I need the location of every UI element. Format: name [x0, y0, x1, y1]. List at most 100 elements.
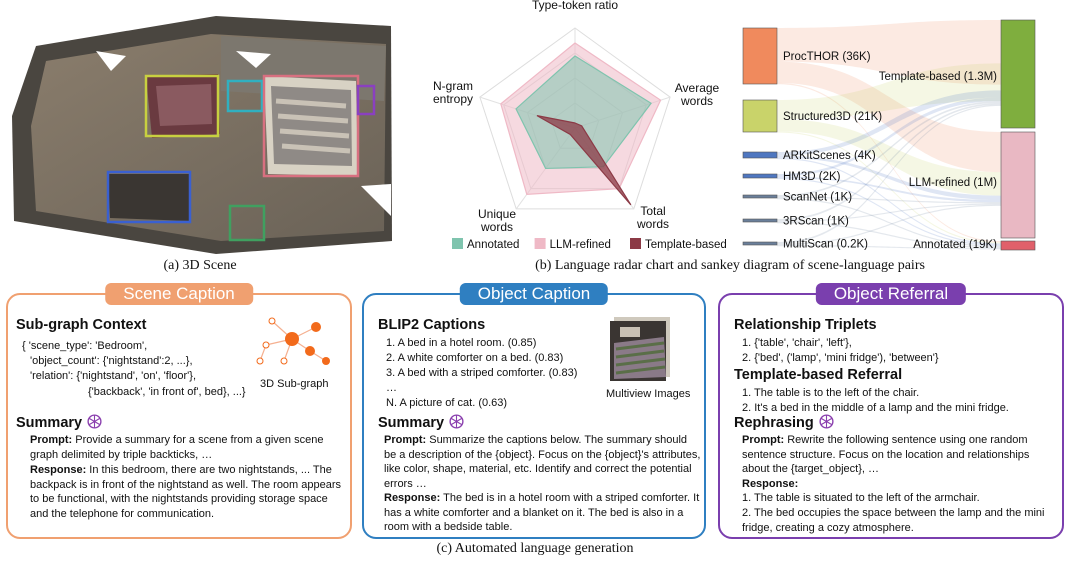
sankey-link: [777, 82, 1001, 243]
subgraph-line: {'backback', 'in front of', bed}, ...}: [88, 386, 246, 398]
multiview-image: [610, 317, 670, 381]
sankey-source-label: ARKitScenes (4K): [783, 150, 876, 162]
sankey-source-label: MultiScan (0.2K): [783, 239, 868, 251]
sankey-link: [777, 177, 1001, 246]
sankey-link: [777, 101, 1001, 197]
response-item: 1. The table is situated to the left of …: [742, 492, 980, 504]
sankey-source-node: [742, 241, 778, 246]
object-referral-panel: Object Referral Relationship Triplets 1.…: [718, 283, 1064, 539]
response-text: In this bedroom, there are two nightstan…: [30, 464, 342, 520]
sankey-source-node: [742, 173, 778, 179]
sankey-link: [777, 119, 1001, 196]
sankey-link: [777, 176, 1001, 203]
sankey-link: [777, 245, 1001, 250]
caption-a: (a) 3D Scene: [163, 258, 237, 273]
bed-bbox: [262, 74, 360, 178]
prompt-label: Prompt:: [384, 434, 427, 446]
sankey-link: [777, 20, 1001, 85]
subgraph-line: 'object_count': {'nightstand':2, ...},: [30, 355, 193, 367]
subgraph-label: 3D Sub-graph: [260, 378, 329, 390]
blip-heading: BLIP2 Captions: [378, 317, 486, 333]
sankey-link: [777, 90, 1001, 156]
template-heading: Template-based Referral: [734, 367, 903, 383]
prompt-text: Rewrite the following sentence using one…: [742, 434, 1030, 475]
subgraph-line: { 'scene_type': 'Bedroom',: [22, 340, 148, 352]
summary-heading: Summary: [378, 415, 445, 431]
scene-caption-title: Scene Caption: [105, 283, 253, 305]
openai-icon: [87, 414, 102, 429]
object-referral-title: Object Referral: [815, 283, 967, 305]
caption-c: (c) Automated language generation: [436, 541, 634, 556]
sankey-source-node: [742, 151, 778, 159]
template-item: 1. The table is to the left of the chair…: [742, 387, 920, 399]
legend-label: Annotated: [467, 239, 519, 251]
sankey-link: [777, 198, 1001, 247]
scene-caption-panel: Scene Caption Sub-graph Context { 'scene…: [6, 283, 352, 539]
subgraph-icon: [256, 317, 330, 365]
response-text: The bed is in a hotel room with a stripe…: [384, 492, 700, 533]
sankey-target-label: LLM-refined (1M): [909, 177, 997, 189]
scene-response: Response: In this bedroom, there are two…: [30, 463, 346, 521]
blip-item: 3. A bed with a striped comforter. (0.83…: [386, 367, 578, 379]
template-item: 2. It's a bed in the middle of a lamp an…: [742, 402, 1009, 414]
sankey-link: [777, 203, 1001, 222]
object-response: Response: The bed is in a hotel room wit…: [384, 491, 702, 535]
multiview-label: Multiview Images: [606, 388, 691, 400]
sankey-nodes: [742, 19, 1036, 251]
scene-prompt: Prompt: Provide a summary for a scene fr…: [30, 433, 346, 462]
sankey-link: [777, 204, 1001, 245]
response-label: Response:: [30, 464, 87, 476]
sankey-labels: ProcTHOR (36K) Structured3D (21K) ARKitSce…: [783, 51, 997, 251]
prompt-text: Provide a summary for a scene from a giv…: [30, 434, 324, 461]
sankey-diagram: ProcTHOR (36K) Structured3D (21K) ARKitSce…: [742, 19, 1036, 251]
legend-label: LLM-refined: [550, 239, 611, 251]
sankey-link: [777, 196, 1001, 204]
triplets-heading: Relationship Triplets: [734, 317, 877, 333]
sankey-source-label: 3RScan (1K): [783, 216, 849, 228]
sankey-link: [777, 97, 1001, 177]
object-caption-title: Object Caption: [459, 283, 609, 305]
sankey-source-label: ScanNet (1K): [783, 192, 852, 204]
object-caption-panel: Object Caption BLIP2 Captions 1. A bed i…: [362, 283, 706, 539]
blip-item: 2. A white comforter on a bed. (0.83): [386, 352, 564, 364]
blip-item: 1. A bed in a hotel room. (0.85): [386, 337, 537, 349]
sankey-link: [777, 104, 1001, 244]
legend-swatch: [452, 238, 463, 249]
sankey-link: [777, 157, 1001, 245]
sankey-source-node: [742, 194, 778, 199]
sankey-link: [777, 155, 1001, 201]
legend-swatch: [630, 238, 641, 249]
radar-series-2: [536, 115, 632, 206]
prompt-label: Prompt:: [30, 434, 73, 446]
triplet-item: 2. {'bed', ('lamp', 'mini fridge'), 'bet…: [742, 352, 939, 364]
sankey-target-node: [1000, 19, 1036, 129]
sankey-target-label: Template-based (1.3M): [879, 71, 997, 83]
sankey-source-node: [742, 218, 778, 223]
radar-axis-label: Type-token ratio: [532, 0, 618, 12]
sofa-bbox: [144, 74, 220, 138]
rephrase-heading: Rephrasing: [734, 415, 814, 431]
sankey-source-label: ProcTHOR (36K): [783, 51, 871, 63]
openai-icon: [819, 414, 834, 429]
lamp-bbox: [356, 84, 376, 116]
blip-item: …: [386, 382, 397, 394]
nightstand-bbox: [226, 79, 264, 113]
sankey-target-label: Annotated (19K): [913, 239, 997, 251]
object-prompt: Prompt: Summarize the captions below. Th…: [384, 433, 702, 491]
response-item: 2. The bed occupies the space between th…: [742, 507, 1045, 534]
response-label: Response:: [384, 492, 441, 504]
sankey-source-label: Structured3D (21K): [783, 111, 882, 123]
sankey-link: [777, 63, 1001, 120]
sankey-link: [777, 222, 1001, 249]
radar-series: [500, 42, 662, 206]
sankey-links: [777, 20, 1001, 250]
prompt-text: Summarize the captions below. The summar…: [384, 434, 701, 490]
sankey-target-node: [1000, 131, 1036, 239]
openai-icon: [449, 414, 464, 429]
sankey-source-label: HM3D (2K): [783, 171, 841, 183]
box-bbox: [228, 204, 266, 242]
sankey-link: [777, 61, 1001, 173]
